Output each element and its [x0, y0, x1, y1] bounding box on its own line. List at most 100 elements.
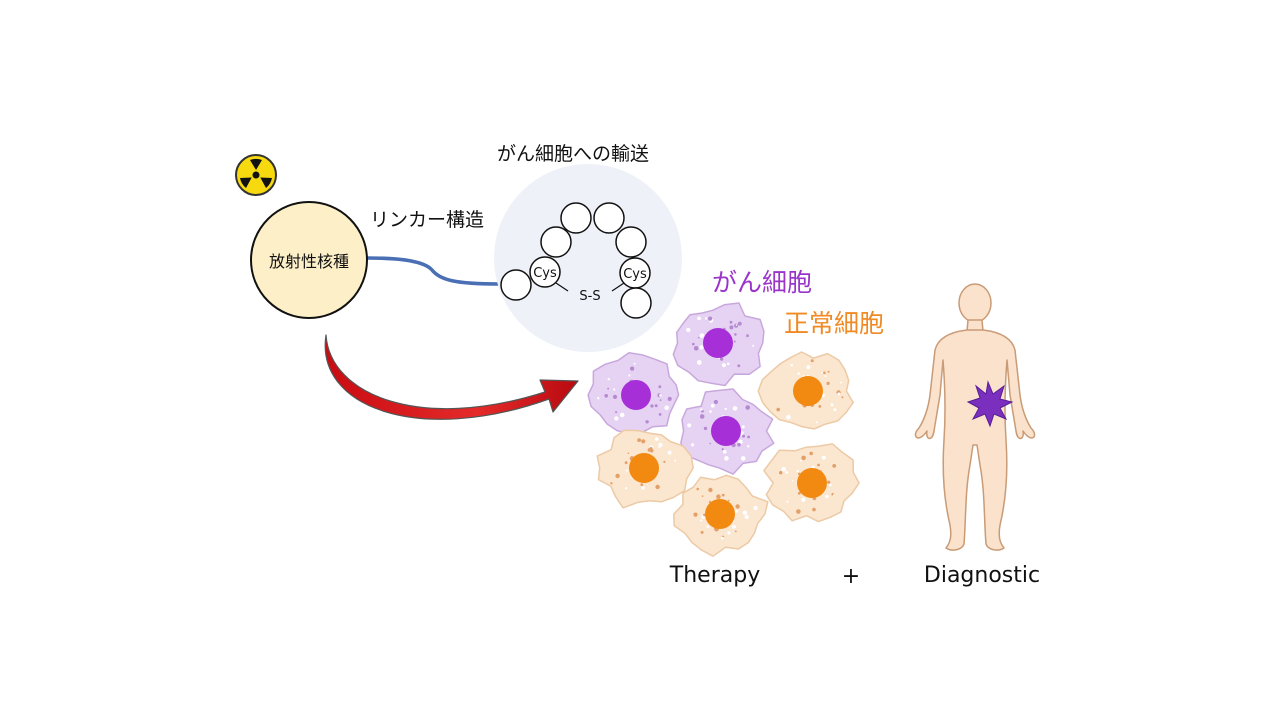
cancer-cell	[680, 388, 775, 475]
cytoplasm-granule	[625, 469, 628, 472]
cytoplasm-granule	[832, 464, 837, 468]
cytoplasm-granule	[604, 394, 608, 398]
cytoplasm-granule	[607, 387, 609, 390]
cytoplasm-granule	[659, 399, 662, 401]
cytoplasm-granule	[776, 407, 780, 412]
cytoplasm-granule	[706, 525, 710, 529]
cytoplasm-granule	[624, 461, 628, 465]
disulfide-label: S-S	[579, 289, 600, 304]
cytoplasm-granule	[797, 372, 800, 375]
cytoplasm-granule	[641, 486, 645, 490]
cytoplasm-granule	[614, 416, 619, 421]
cytoplasm-granule	[704, 317, 708, 320]
cytoplasm-granule	[710, 403, 715, 408]
amino-acid-bead	[540, 226, 572, 258]
cytoplasm-granule	[727, 531, 731, 535]
cytoplasm-granule	[791, 480, 794, 482]
normal-cell	[757, 351, 854, 430]
cytoplasm-granule	[699, 414, 705, 419]
cytoplasm-granule	[699, 333, 705, 338]
cytoplasm-granule	[797, 491, 801, 495]
cytoplasm-granule	[729, 325, 734, 330]
cytoplasm-granule	[708, 316, 713, 321]
cytoplasm-granule	[597, 397, 600, 400]
cytoplasm-granule	[703, 426, 708, 431]
cytoplasm-granule	[658, 385, 662, 389]
cytoplasm-granule	[734, 323, 739, 328]
cys-left-label: Cys	[533, 266, 557, 281]
peptide-background	[494, 164, 682, 352]
cell-cluster	[587, 302, 860, 557]
cytoplasm-granule	[796, 509, 801, 514]
cytoplasm-granule	[650, 404, 654, 408]
cytoplasm-granule	[735, 324, 738, 326]
cytoplasm-granule	[699, 519, 703, 522]
cytoplasm-granule	[615, 473, 620, 479]
cytoplasm-granule	[785, 471, 789, 474]
cytoplasm-granule	[664, 405, 669, 411]
cytoplasm-granule	[810, 359, 814, 363]
amino-acid-bead	[620, 287, 652, 319]
delivery-label: がん細胞への輸送	[497, 143, 649, 165]
cytoplasm-granule	[747, 445, 750, 448]
cell-nucleus	[621, 380, 651, 410]
cytoplasm-granule	[790, 363, 793, 367]
cytoplasm-granule	[641, 439, 646, 444]
cytoplasm-granule	[708, 487, 713, 493]
cytoplasm-granule	[806, 365, 811, 370]
cell-nucleus	[711, 416, 741, 446]
cytoplasm-granule	[696, 360, 702, 365]
cytoplasm-granule	[832, 494, 835, 496]
cytoplasm-granule	[691, 443, 695, 447]
cytoplasm-granule	[821, 455, 826, 460]
cytoplasm-granule	[700, 530, 704, 534]
cytoplasm-granule	[692, 342, 695, 346]
cytoplasm-granule	[658, 446, 661, 449]
cytoplasm-granule	[721, 448, 724, 451]
cytoplasm-granule	[824, 375, 827, 377]
cytoplasm-granule	[722, 449, 727, 454]
cys-right-label: Cys	[623, 267, 647, 282]
cancer-cell	[672, 302, 765, 387]
cytoplasm-granule	[817, 463, 820, 467]
cytoplasm-granule	[727, 499, 730, 502]
linker-label: リンカー構造	[370, 209, 484, 231]
cancer-cell	[587, 352, 680, 435]
cytoplasm-granule	[745, 405, 750, 410]
cytoplasm-granule	[742, 510, 748, 515]
normal-cell	[673, 474, 769, 557]
cytoplasm-granule	[693, 512, 698, 517]
cys-bead-left	[529, 256, 561, 288]
cytoplasm-granule	[647, 448, 652, 452]
cytoplasm-granule	[659, 394, 662, 397]
cytoplasm-granule	[809, 451, 813, 456]
cytoplasm-granule	[667, 396, 672, 401]
cytoplasm-granule	[829, 483, 832, 487]
cytoplasm-granule	[837, 392, 841, 396]
cytoplasm-granule	[687, 423, 692, 428]
cytoplasm-granule	[640, 483, 644, 486]
radionuclide-circle	[250, 201, 368, 319]
therapy-label: Therapy	[669, 563, 760, 588]
amino-acid-bead	[615, 226, 647, 258]
cytoplasm-granule	[696, 487, 699, 491]
cytoplasm-granule	[812, 507, 816, 512]
cytoplasm-granule	[733, 340, 736, 343]
cytoplasm-granule	[697, 336, 700, 339]
cytoplasm-granule	[699, 345, 704, 350]
cytoplasm-granule	[753, 505, 758, 511]
cytoplasm-granule	[815, 421, 818, 424]
cell-nucleus	[703, 328, 733, 358]
cytoplasm-granule	[693, 346, 699, 351]
cytoplasm-granule	[726, 362, 730, 366]
cytoplasm-granule	[826, 381, 830, 385]
cytoplasm-granule	[737, 442, 741, 447]
radiation-icon	[235, 154, 277, 196]
cytoplasm-granule	[823, 371, 826, 375]
cytoplasm-granule	[801, 497, 806, 502]
cytoplasm-granule	[796, 470, 799, 473]
cell-nucleus	[705, 499, 735, 529]
cytoplasm-granule	[716, 494, 721, 500]
cytoplasm-granule	[721, 536, 724, 540]
curved-arrow-icon	[324, 334, 579, 420]
